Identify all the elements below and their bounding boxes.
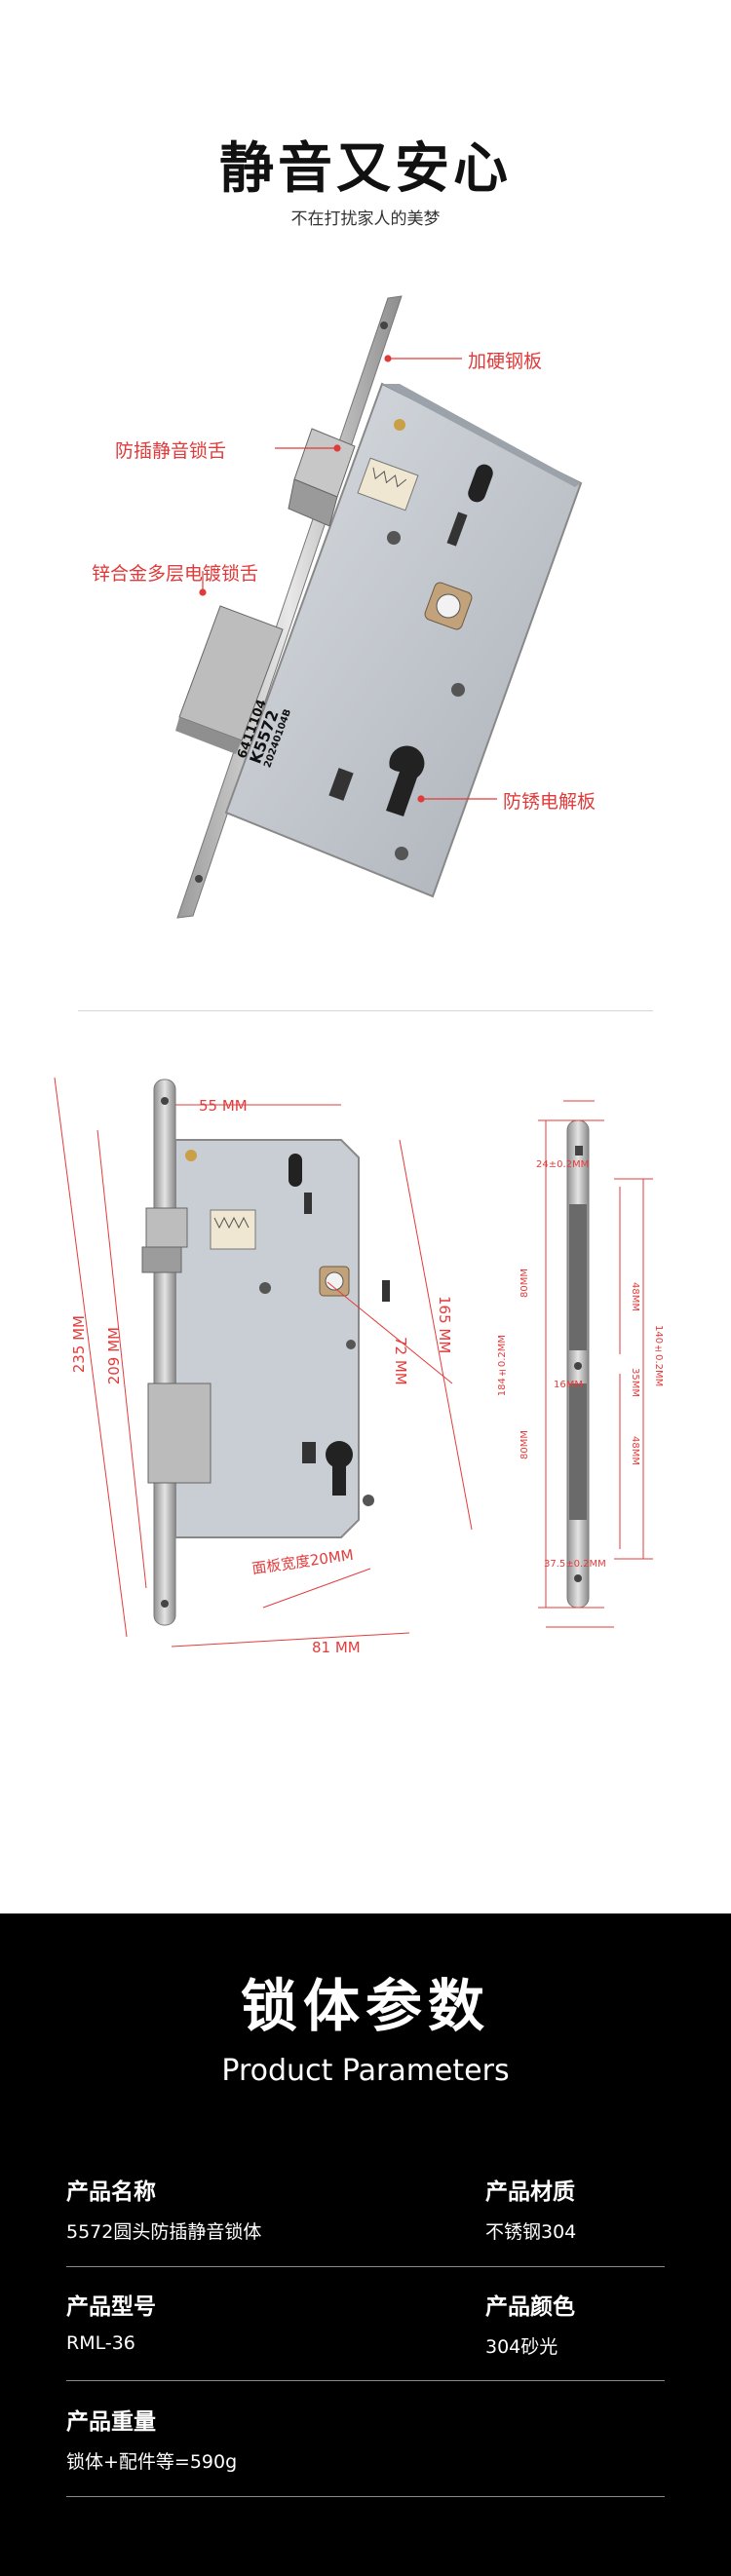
dim-plate-left: 184±0.2MM xyxy=(497,1335,508,1397)
callout-silent-latch: 防插静音锁舌 xyxy=(115,440,227,462)
dim-plate-right: 140±0.2MM xyxy=(653,1325,664,1387)
lock-body-photo xyxy=(175,295,583,919)
param-divider xyxy=(66,2380,665,2381)
hero-subtitle: 不在打扰家人的美梦 xyxy=(290,209,441,229)
params-title: 锁体参数 xyxy=(240,1973,490,2039)
dim-plate-80a: 80MM xyxy=(519,1269,530,1298)
dim-165mm: 165 MM xyxy=(436,1296,453,1354)
param-model-label: 产品型号 xyxy=(66,2294,156,2320)
hero-title: 静音又安心 xyxy=(219,137,512,201)
callout-rust-plate: 防锈电解板 xyxy=(503,791,596,813)
param-material-value: 不锈钢304 xyxy=(485,2221,577,2243)
params-section xyxy=(0,1913,731,2576)
dim-81mm: 81 MM xyxy=(312,1639,361,1656)
param-material-label: 产品材质 xyxy=(485,2179,575,2205)
callout-zinc-bolt: 锌合金多层电镀锁舌 xyxy=(92,563,259,585)
params-subtitle: Product Parameters xyxy=(221,2054,510,2088)
dim-plate-48b: 48MM xyxy=(630,1436,640,1465)
param-weight-value: 锁体+配件等=590g xyxy=(66,2451,238,2473)
param-color-value: 304砂光 xyxy=(485,2336,558,2358)
param-divider xyxy=(66,2496,665,2497)
dim-plate-35: 35MM xyxy=(630,1368,640,1397)
param-model-value: RML-36 xyxy=(66,2332,135,2354)
dim-plate-16: 16MM xyxy=(554,1380,583,1390)
dim-plate-top: 24±0.2MM xyxy=(536,1159,590,1170)
param-color-label: 产品颜色 xyxy=(485,2294,575,2320)
section-divider xyxy=(78,1010,653,1011)
param-name-value: 5572圆头防插静音锁体 xyxy=(66,2221,262,2243)
dim-209mm: 209 MM xyxy=(105,1327,123,1385)
dim-plate-80b: 80MM xyxy=(519,1430,530,1459)
callout-lines xyxy=(199,355,497,803)
param-weight-label: 产品重量 xyxy=(66,2409,156,2435)
dimension-drawing xyxy=(54,1077,653,1648)
dim-plate-bottom: 37.5±0.2MM xyxy=(544,1559,606,1570)
callout-steel-plate: 加硬钢板 xyxy=(468,351,543,372)
param-divider xyxy=(66,2266,665,2267)
param-name-label: 产品名称 xyxy=(66,2179,156,2205)
dim-55mm: 55 MM xyxy=(199,1097,248,1115)
dim-plate-48a: 48MM xyxy=(630,1282,640,1311)
dim-72mm: 72 MM xyxy=(392,1337,409,1385)
dim-235mm: 235 MM xyxy=(70,1315,88,1374)
